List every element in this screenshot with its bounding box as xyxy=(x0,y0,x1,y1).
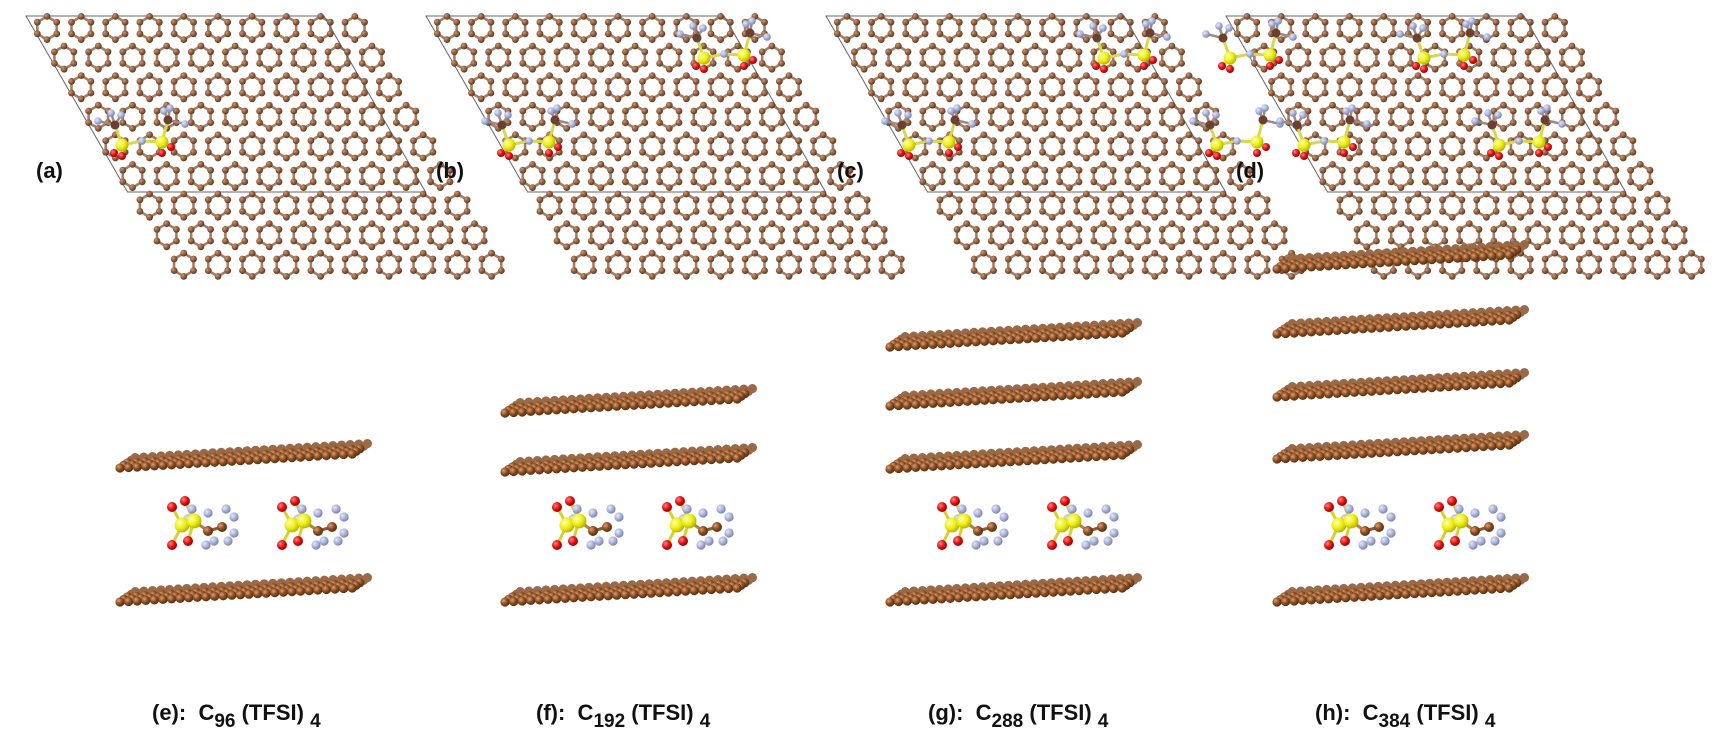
caption-h-label: (h): xyxy=(1315,700,1351,725)
caption-f-anion: (TFSI) xyxy=(631,700,694,725)
caption-f-carbon-sub: 192 xyxy=(593,711,626,732)
caption-h-carbon-sub: 384 xyxy=(1378,711,1411,732)
panel-label-d: (d) xyxy=(1236,158,1265,183)
caption-h-anion-sub: 4 xyxy=(1484,711,1496,732)
graphene-sheet xyxy=(1272,430,1529,464)
graphene-sheet xyxy=(885,573,1142,607)
graphene-sheet xyxy=(1272,573,1529,607)
tfsi-molecule-top xyxy=(1202,17,1297,73)
top-view-2 xyxy=(825,13,1305,280)
tfsi-molecule-side xyxy=(1434,496,1506,550)
tfsi-molecule-top xyxy=(1189,104,1284,160)
caption-h-anion: (TFSI) xyxy=(1416,700,1479,725)
tfsi-molecule-side xyxy=(662,496,734,550)
side-view-0 xyxy=(115,439,372,607)
graphene-sheet xyxy=(1272,368,1529,402)
tfsi-molecule-side xyxy=(1047,496,1119,550)
panel-label-a: (a) xyxy=(36,158,63,183)
tfsi-molecule-side xyxy=(937,496,1009,550)
side-view-3 xyxy=(1272,240,1529,607)
caption-g-label: (g): xyxy=(928,700,964,725)
side-view-2 xyxy=(885,318,1142,607)
caption-g-carbon-sub: 288 xyxy=(991,711,1024,732)
top-view-1 xyxy=(425,13,905,280)
graphene-sheet xyxy=(1272,240,1529,274)
side-view-panels xyxy=(115,240,1529,607)
tfsi-molecule-top xyxy=(1276,104,1371,160)
tfsi-molecule-side xyxy=(1324,496,1396,550)
caption-f-base: C xyxy=(577,700,594,725)
tfsi-molecule-top xyxy=(881,104,976,160)
caption-h-base: C xyxy=(1362,700,1379,725)
panel-label-c: (c) xyxy=(837,158,864,183)
caption-e-label: (e): xyxy=(152,700,187,725)
caption-h: (h): C384 (TFSI) 4 xyxy=(1315,700,1495,733)
graphene-sheet xyxy=(115,439,372,473)
caption-e-base: C xyxy=(198,700,215,725)
top-view-panels xyxy=(25,13,1705,280)
tfsi-molecule-side xyxy=(277,496,349,550)
graphene-sheet xyxy=(500,384,758,418)
caption-f-label: (f): xyxy=(536,700,566,725)
tfsi-molecule-top xyxy=(1076,17,1171,73)
caption-f-anion-sub: 4 xyxy=(699,711,711,732)
graphene-sheet xyxy=(885,318,1142,352)
tfsi-molecule-side xyxy=(167,496,239,550)
tfsi-molecule-top xyxy=(676,17,771,73)
caption-e-anion-sub: 4 xyxy=(310,711,321,732)
caption-g-anion-sub: 4 xyxy=(1097,711,1109,732)
graphene-sheet xyxy=(1272,305,1529,339)
caption-e: (e): C96 (TFSI) 4 xyxy=(152,700,321,733)
caption-e-anion: (TFSI) xyxy=(241,700,304,725)
top-view-0 xyxy=(25,13,505,280)
graphene-sheet xyxy=(115,573,372,607)
graphene-sheet xyxy=(885,440,1142,474)
tfsi-molecule-top xyxy=(94,104,189,160)
top-view-3 xyxy=(1202,13,1705,280)
tfsi-molecule-side xyxy=(552,496,624,550)
caption-f: (f): C192 (TFSI) 4 xyxy=(536,700,710,733)
panel-label-b: (b) xyxy=(436,158,465,183)
caption-e-carbon-sub: 96 xyxy=(214,711,236,732)
side-view-1 xyxy=(500,384,758,607)
caption-g-base: C xyxy=(975,700,992,725)
tfsi-molecule-top xyxy=(481,104,576,160)
tfsi-molecule-top xyxy=(1471,104,1566,160)
graphene-sheet xyxy=(500,573,758,607)
tfsi-molecule-top xyxy=(1396,17,1491,73)
caption-g-anion: (TFSI) xyxy=(1029,700,1092,725)
graphene-sheet xyxy=(885,377,1142,411)
caption-g: (g): C288 (TFSI) 4 xyxy=(928,700,1108,733)
graphene-sheet xyxy=(500,443,758,477)
